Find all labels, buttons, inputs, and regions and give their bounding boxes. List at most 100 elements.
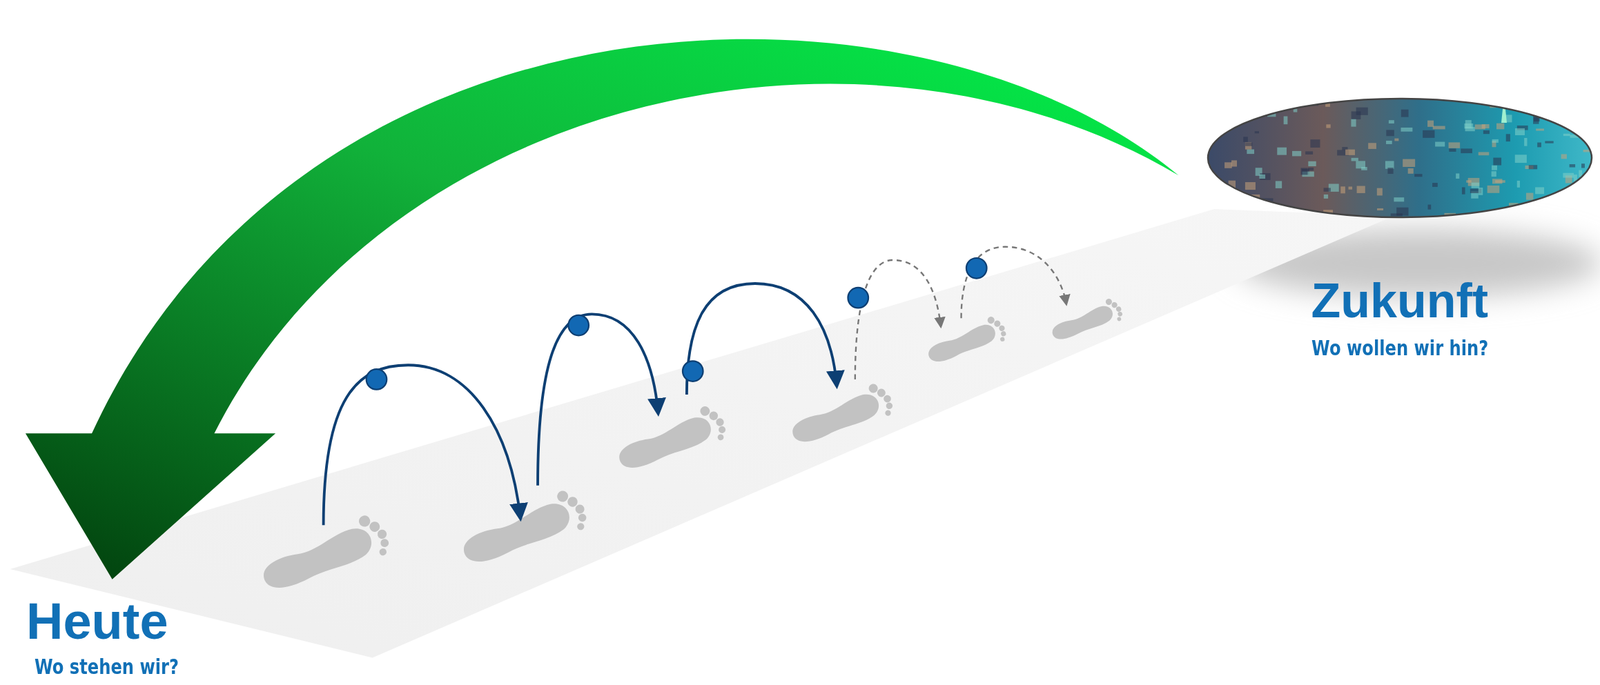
- footprint-sole: [924, 322, 999, 365]
- city-building: [1351, 158, 1359, 162]
- footprint-toe: [867, 383, 879, 395]
- footprint-toe: [378, 548, 388, 558]
- city-building: [1390, 213, 1403, 217]
- city-building: [1435, 142, 1445, 148]
- city-building: [1348, 187, 1353, 190]
- city-building: [1561, 153, 1567, 159]
- footprint-sole: [787, 391, 884, 446]
- city-building: [1211, 181, 1219, 185]
- footprint-toe: [1116, 316, 1122, 322]
- city-building: [1414, 173, 1422, 177]
- city-building: [1550, 206, 1557, 210]
- city-building: [1465, 127, 1476, 132]
- footprint-toe: [576, 522, 586, 532]
- city-building: [1345, 149, 1355, 156]
- city-building: [1565, 193, 1576, 199]
- city-building: [1300, 167, 1308, 175]
- city-building: [1377, 208, 1384, 211]
- city-building: [1221, 212, 1227, 219]
- city-building: [1245, 142, 1253, 147]
- city-building: [1489, 100, 1502, 105]
- city-building: [1526, 193, 1534, 201]
- city-building: [1492, 139, 1499, 143]
- city-building: [1571, 117, 1579, 121]
- footprint: [611, 402, 729, 473]
- footprint: [455, 486, 591, 567]
- city-building: [1515, 154, 1527, 163]
- footprint-toe: [357, 514, 372, 529]
- footprints: [254, 296, 1125, 593]
- city-building: [1471, 182, 1480, 189]
- footprint-toe: [884, 410, 892, 417]
- city-building: [1408, 168, 1414, 174]
- city-building: [1432, 182, 1438, 188]
- city-building: [1219, 217, 1227, 226]
- city-texture: [1206, 95, 1596, 226]
- city-building: [1206, 117, 1216, 122]
- city-building: [1508, 210, 1514, 217]
- city-building: [1427, 120, 1434, 128]
- city-building: [1259, 174, 1266, 179]
- footprint-toe: [1117, 311, 1124, 317]
- city-building: [1386, 129, 1394, 136]
- city-building: [1339, 215, 1344, 222]
- city-building: [1448, 148, 1456, 152]
- milestone-dot: [847, 287, 869, 309]
- city-building: [1224, 162, 1233, 168]
- city-building: [1368, 142, 1377, 150]
- return-arrow: [25, 39, 1179, 580]
- city-building: [1265, 218, 1272, 225]
- footprint-sole: [614, 414, 716, 472]
- city-building: [1216, 105, 1225, 112]
- city-building: [1428, 205, 1432, 210]
- city-building: [1246, 149, 1255, 155]
- footprint: [1047, 296, 1126, 342]
- footprint-toe: [885, 401, 894, 411]
- city-building: [1254, 131, 1260, 134]
- city-building: [1215, 109, 1223, 115]
- today-subtitle: Wo stehen wir?: [34, 654, 179, 680]
- footprint-toe: [376, 528, 388, 540]
- city-building: [1515, 128, 1525, 136]
- city-building: [1496, 123, 1505, 130]
- city-building: [1514, 208, 1523, 213]
- city-building: [1400, 127, 1413, 132]
- footprint-toe: [987, 316, 996, 325]
- city-building: [1386, 140, 1393, 145]
- node-subtitle: Wo wollen wir hin?: [1311, 335, 1489, 361]
- city-building: [1524, 138, 1527, 147]
- city-building: [1305, 151, 1313, 155]
- city-building: [1506, 133, 1511, 142]
- city-building: [1393, 197, 1404, 202]
- city-building: [1206, 128, 1212, 134]
- city-building: [1495, 180, 1506, 183]
- city-building: [1478, 151, 1490, 156]
- footprint-toe: [717, 425, 727, 435]
- city-building: [1231, 160, 1237, 167]
- footprint-toe: [699, 405, 711, 417]
- city-building: [1207, 129, 1214, 132]
- city-building: [1487, 185, 1500, 194]
- city-building: [1490, 211, 1502, 219]
- city-building: [1563, 133, 1571, 136]
- city-building: [1340, 186, 1346, 194]
- city-building: [1278, 216, 1286, 220]
- city-building: [1351, 111, 1362, 120]
- node-heading: Zukunft: [1311, 273, 1489, 329]
- city-building: [1325, 216, 1334, 224]
- city-building: [1208, 188, 1215, 193]
- city-building: [1308, 161, 1316, 167]
- footprint-toe: [715, 417, 725, 428]
- city-building: [1387, 167, 1393, 174]
- footprint-sole: [1049, 303, 1117, 342]
- city-building: [1581, 163, 1585, 168]
- city-building: [1243, 136, 1248, 143]
- city-building: [1277, 104, 1290, 109]
- city-building: [1585, 108, 1595, 117]
- city-building: [1323, 194, 1329, 199]
- today-heading: Heute: [26, 592, 169, 651]
- city-building: [1245, 182, 1256, 190]
- milestone-dot: [966, 258, 988, 279]
- city-building: [1271, 217, 1282, 221]
- city-building: [1562, 173, 1574, 179]
